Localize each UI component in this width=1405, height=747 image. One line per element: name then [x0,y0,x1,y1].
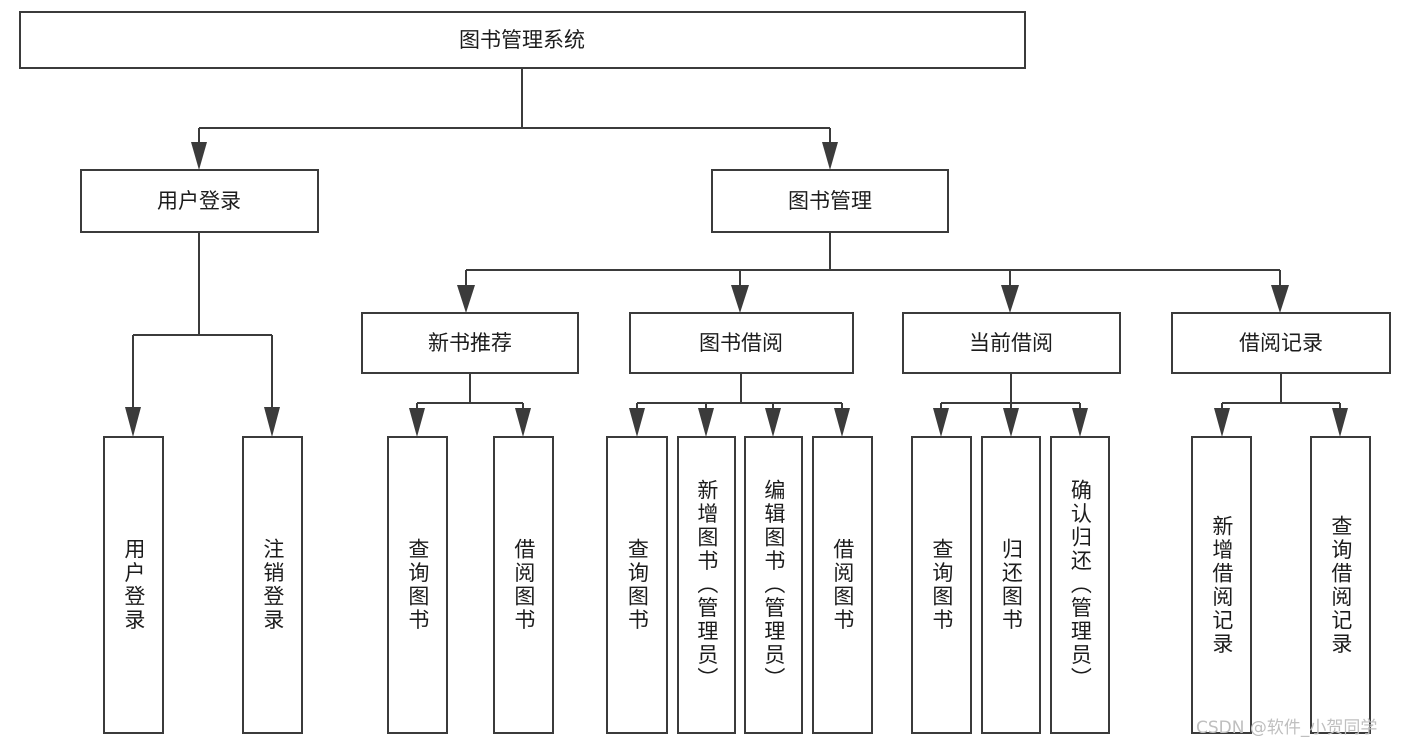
connector-current-to-leaves [933,373,1088,437]
node-root-label: 图书管理系统 [459,28,585,52]
connector-records-to-leaves [1214,373,1348,437]
connector-root-to-level2 [191,68,838,170]
leaf-box-add-record[interactable] [1190,435,1253,735]
leaf-box-borrow-book-1[interactable] [492,435,555,735]
node-new-book-recommend-label: 新书推荐 [428,331,512,355]
node-user-login-label: 用户登录 [157,189,241,213]
leaf-box-edit-book[interactable] [743,435,804,735]
leaf-box-query-book-3[interactable] [910,435,973,735]
node-book-borrow-label: 图书借阅 [699,331,783,355]
leaf-box-query-record[interactable] [1309,435,1372,735]
connector-userlogin-to-leaves [125,232,280,437]
leaf-boxes [102,435,1372,735]
node-borrow-records[interactable]: 借阅记录 [1170,311,1392,375]
node-book-borrow[interactable]: 图书借阅 [628,311,855,375]
leaf-box-return-book[interactable] [980,435,1042,735]
node-current-borrow[interactable]: 当前借阅 [901,311,1122,375]
connector-bookmgmt-to-level3 [457,232,1289,313]
node-root[interactable]: 图书管理系统 [18,10,1027,70]
leaf-box-query-book-1[interactable] [386,435,449,735]
node-borrow-records-label: 借阅记录 [1239,331,1323,355]
connector-borrow-to-leaves [629,373,850,437]
node-new-book-recommend[interactable]: 新书推荐 [360,311,580,375]
leaf-box-query-book-2[interactable] [605,435,669,735]
node-current-borrow-label: 当前借阅 [969,331,1053,355]
node-book-management[interactable]: 图书管理 [710,168,950,234]
leaf-box-logout[interactable] [241,435,304,735]
leaf-box-user-login[interactable] [102,435,165,735]
leaf-box-confirm-return[interactable] [1049,435,1111,735]
leaf-box-borrow-book-2[interactable] [811,435,874,735]
connector-newbook-to-leaves [409,373,531,437]
leaf-box-add-book[interactable] [676,435,737,735]
node-user-login[interactable]: 用户登录 [79,168,320,234]
watermark-text: CSDN @软件_小贺同学 [1196,718,1378,738]
node-book-management-label: 图书管理 [788,189,872,213]
